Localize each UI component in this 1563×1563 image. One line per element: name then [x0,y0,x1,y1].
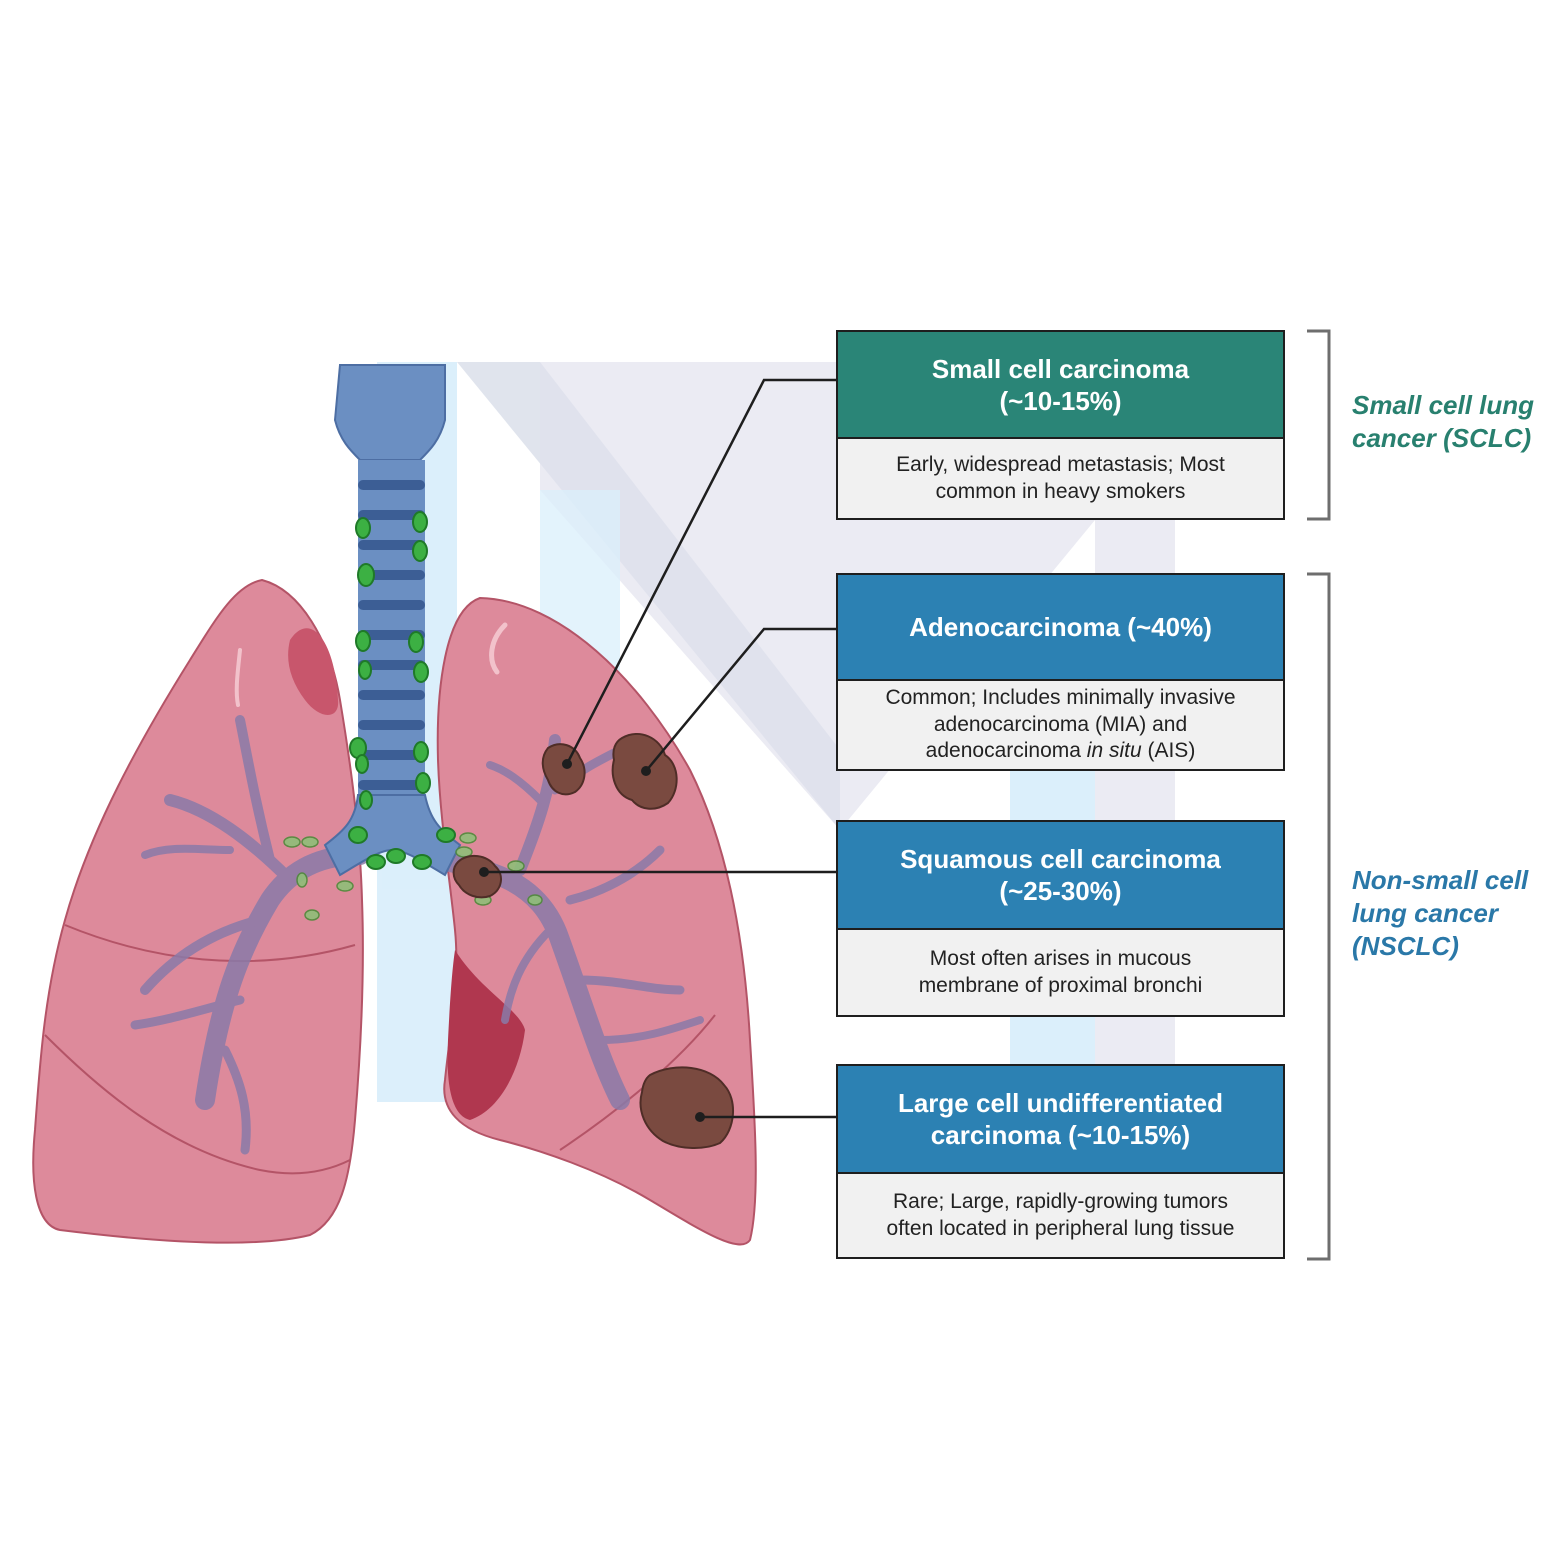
group-label-line: lung cancer [1352,898,1498,928]
card-description-line: Early, widespread metastasis; Most [896,453,1225,476]
card-title: Small cell carcinoma (~10-15%) [838,332,1283,439]
card-title: Squamous cell carcinoma (~25-30%) [838,822,1283,930]
card-title-line: Small cell carcinoma [931,353,1190,384]
card-description: Rare; Large, rapidly-growing tumors ofte… [838,1174,1283,1257]
small-cell-carcinoma-card: Small cell carcinoma (~10-15%) Early, wi… [836,330,1285,520]
card-description-line: often located in peripheral lung tissue [886,1216,1235,1240]
card-description-line: adenocarcinoma (MIA) and [933,712,1188,736]
card-description: Most often arises in mucous membrane of … [838,930,1283,1015]
nsclc-group-label: Non-small cell lung cancer (NSCLC) [1352,864,1528,963]
card-description-line: Common; Includes minimally invasive [885,686,1236,710]
group-label-line: (NSCLC) [1352,931,1459,961]
brackets [1307,329,1331,1261]
sclc-group-label: Small cell lung cancer (SCLC) [1352,389,1534,455]
card-title-line: Squamous cell carcinoma [900,844,1221,874]
nsclc-bracket [1307,572,1331,1261]
card-title-line: Adenocarcinoma (~40%) [909,612,1212,642]
card-title-line: (~10-15%) [999,385,1122,416]
leader-lines [484,378,836,1119]
lymph-nodes [348,511,456,870]
desc-text: (AIS) [1141,739,1196,763]
card-title: Adenocarcinoma (~40%) [838,575,1283,681]
desc-italic-text: in situ [1086,739,1142,763]
group-label-line: cancer (SCLC) [1352,423,1532,453]
sclc-bracket [1307,329,1331,521]
card-description-line: Most often arises in mucous [929,947,1192,970]
leader-line-dots [479,759,705,1122]
card-title: Large cell undifferentiated carcinoma (~… [838,1066,1283,1174]
card-title-line: carcinoma (~10-15%) [930,1120,1191,1150]
group-label-line: Small cell lung [1352,390,1535,420]
card-title-line: (~25-30%) [999,876,1122,906]
card-description-line: membrane of proximal bronchi [918,973,1203,997]
card-description-line: Rare; Large, rapidly-growing tumors [893,1190,1228,1213]
desc-text: adenocarcinoma [925,739,1087,763]
squamous-cell-carcinoma-card: Squamous cell carcinoma (~25-30%) Most o… [836,820,1285,1017]
card-description: Common; Includes minimally invasive aden… [838,681,1283,769]
card-description: Early, widespread metastasis; Most commo… [838,439,1283,518]
card-description-line: adenocarcinoma in situ (AIS) [926,738,1196,765]
large-cell-carcinoma-card: Large cell undifferentiated carcinoma (~… [836,1064,1285,1259]
adenocarcinoma-card: Adenocarcinoma (~40%) Common; Includes m… [836,573,1285,771]
right-lung [32,578,364,1244]
card-description-line: common in heavy smokers [935,479,1186,503]
card-title-line: Large cell undifferentiated [897,1088,1224,1118]
group-label-line: Non-small cell [1352,865,1529,895]
